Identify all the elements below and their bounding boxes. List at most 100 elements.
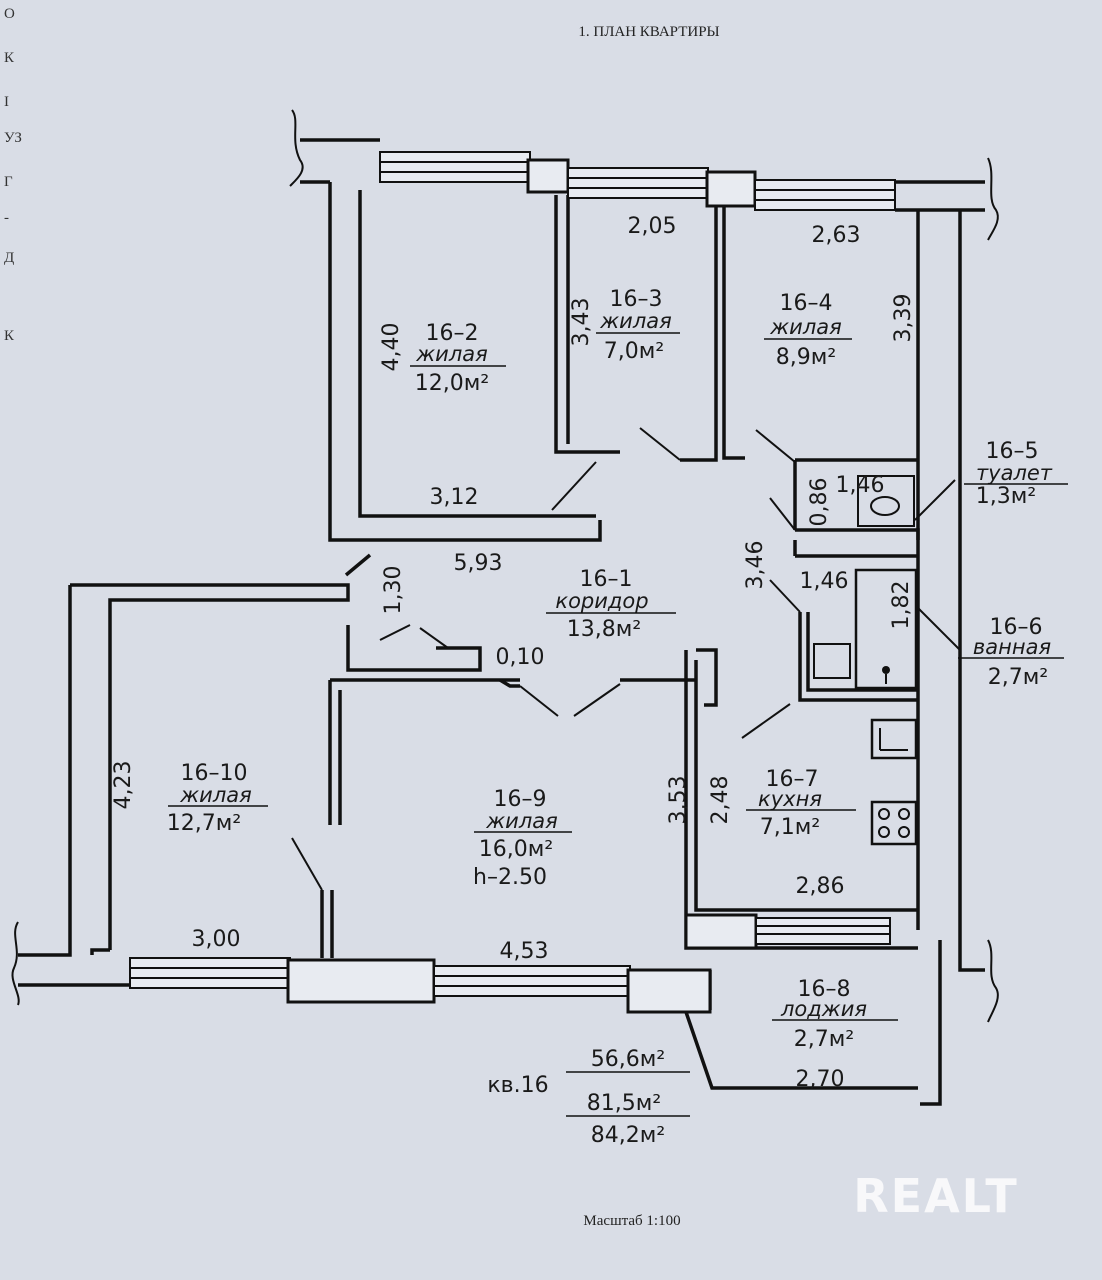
wall-pier bbox=[626, 968, 712, 1014]
dimension-label: 3,00 bbox=[192, 927, 241, 952]
sink-icon bbox=[813, 643, 851, 679]
svg-text:h–2.50: h–2.50 bbox=[473, 865, 547, 890]
svg-text:16,0м²: 16,0м² bbox=[479, 837, 553, 862]
door bbox=[639, 427, 681, 461]
svg-text:16–5: 16–5 bbox=[986, 439, 1039, 464]
dimension-label: 4,53 bbox=[500, 939, 549, 964]
window bbox=[379, 151, 531, 183]
wall-pier bbox=[705, 170, 757, 208]
door bbox=[755, 429, 796, 463]
realt-watermark: REALT bbox=[853, 1169, 1019, 1223]
margin-fragment: Г bbox=[4, 174, 13, 190]
svg-text:16–3: 16–3 bbox=[610, 287, 663, 312]
margin-fragment: Д bbox=[4, 250, 14, 266]
svg-text:1,3м²: 1,3м² bbox=[976, 484, 1036, 509]
svg-text:16–6: 16–6 bbox=[990, 615, 1043, 640]
svg-text:16–1: 16–1 bbox=[580, 567, 633, 592]
living-area: 56,6м² bbox=[591, 1047, 665, 1072]
margin-fragment: К bbox=[4, 50, 15, 66]
margin-fragment: О bbox=[4, 6, 15, 22]
svg-text:16–7: 16–7 bbox=[766, 767, 819, 792]
window bbox=[755, 917, 891, 945]
svg-text:жилая: жилая bbox=[415, 342, 488, 366]
dimension-label: 3,53 bbox=[666, 776, 691, 825]
dimension-label: 1,82 bbox=[889, 581, 914, 630]
room-16-4: 16–4 жилая 8,9м² bbox=[764, 291, 852, 370]
svg-text:13,8м²: 13,8м² bbox=[567, 617, 641, 642]
margin-fragments: О К І УЗ Г - Д К bbox=[4, 6, 22, 344]
dimension-label: 4,40 bbox=[379, 323, 404, 372]
svg-text:жилая: жилая bbox=[769, 315, 842, 339]
total-area-with-loggia: 84,2м² bbox=[591, 1123, 665, 1148]
total-area: 81,5м² bbox=[587, 1091, 661, 1116]
dimension-label: 3,46 bbox=[743, 541, 768, 590]
margin-fragment: - bbox=[4, 210, 9, 226]
bathtub-icon bbox=[854, 568, 918, 690]
dimension-label: 1,46 bbox=[800, 569, 849, 594]
dimension-label: 0,10 bbox=[496, 645, 545, 670]
svg-text:коридор: коридор bbox=[555, 589, 648, 613]
apartment-summary: кв.16 56,6м² 81,5м² 84,2м² bbox=[487, 1047, 690, 1148]
dimension-label: 0,86 bbox=[807, 478, 832, 527]
door bbox=[519, 685, 559, 717]
dimension-label: 2,48 bbox=[708, 776, 733, 825]
room-16-5: 16–5 туалет 1,3м² bbox=[964, 439, 1068, 509]
window bbox=[567, 167, 709, 199]
svg-text:7,1м²: 7,1м² bbox=[760, 815, 820, 840]
plan-title: 1. ПЛАН КВАРТИРЫ bbox=[578, 24, 719, 40]
margin-fragment: І bbox=[4, 94, 9, 110]
svg-text:8,9м²: 8,9м² bbox=[776, 345, 836, 370]
dimension-label: 5,93 bbox=[454, 551, 503, 576]
room-16-2: 16–2 жилая 12,0м² bbox=[410, 321, 506, 396]
door bbox=[741, 703, 791, 739]
room-16-1: 16–1 коридор 13,8м² bbox=[546, 567, 676, 642]
svg-text:кухня: кухня bbox=[758, 787, 822, 811]
wall-pier bbox=[684, 913, 758, 950]
toilet-cistern bbox=[857, 475, 915, 527]
svg-text:жилая: жилая bbox=[179, 783, 252, 807]
wall-pier bbox=[286, 958, 436, 1004]
svg-text:12,7м²: 12,7м² bbox=[167, 811, 241, 836]
dimension-label: 4,23 bbox=[111, 761, 136, 810]
door bbox=[769, 579, 801, 613]
kitchen-sink-icon bbox=[870, 718, 918, 760]
door bbox=[379, 624, 411, 641]
margin-fragment: УЗ bbox=[4, 130, 22, 146]
window bbox=[129, 957, 291, 989]
apartment-number: кв.16 bbox=[487, 1073, 548, 1098]
dimension-label: 2,86 bbox=[796, 874, 845, 899]
door bbox=[573, 683, 621, 717]
wall-pier bbox=[526, 158, 570, 194]
door bbox=[419, 627, 449, 649]
svg-text:ванная: ванная bbox=[973, 635, 1051, 659]
room-16-3: 16–3 жилая 7,0м² bbox=[596, 287, 680, 364]
walls bbox=[11, 109, 999, 1106]
svg-text:2,7м²: 2,7м² bbox=[988, 665, 1048, 690]
door bbox=[551, 461, 597, 511]
svg-text:16–4: 16–4 bbox=[780, 291, 833, 316]
room-labels: 16–2 жилая 12,0м² 16–3 жилая 7,0м² 16–4 … bbox=[167, 287, 1068, 1052]
svg-text:лоджия: лоджия bbox=[780, 997, 867, 1021]
dimension-label: 3,39 bbox=[891, 294, 916, 343]
svg-text:16–8: 16–8 bbox=[798, 977, 851, 1002]
fixtures bbox=[813, 475, 961, 846]
svg-text:жилая: жилая bbox=[599, 309, 672, 333]
margin-fragment: К bbox=[4, 328, 15, 344]
windows bbox=[129, 151, 896, 1014]
dimension-label: 2,70 bbox=[796, 1067, 845, 1092]
svg-text:16–9: 16–9 bbox=[494, 787, 547, 812]
svg-text:2,7м²: 2,7м² bbox=[794, 1027, 854, 1052]
dimension-label: 1,46 bbox=[836, 473, 885, 498]
stove-icon bbox=[870, 800, 918, 846]
room-16-6: 16–6 ванная 2,7м² bbox=[958, 615, 1064, 690]
svg-text:16–2: 16–2 bbox=[426, 321, 479, 346]
door bbox=[291, 837, 323, 891]
dimension-label: 1,30 bbox=[381, 566, 406, 615]
toilet-icon bbox=[870, 496, 900, 516]
doors bbox=[291, 427, 801, 891]
svg-text:16–10: 16–10 bbox=[181, 761, 248, 786]
window bbox=[433, 965, 631, 997]
door bbox=[769, 497, 796, 531]
room-16-8: 16–8 лоджия 2,7м² bbox=[772, 977, 898, 1052]
